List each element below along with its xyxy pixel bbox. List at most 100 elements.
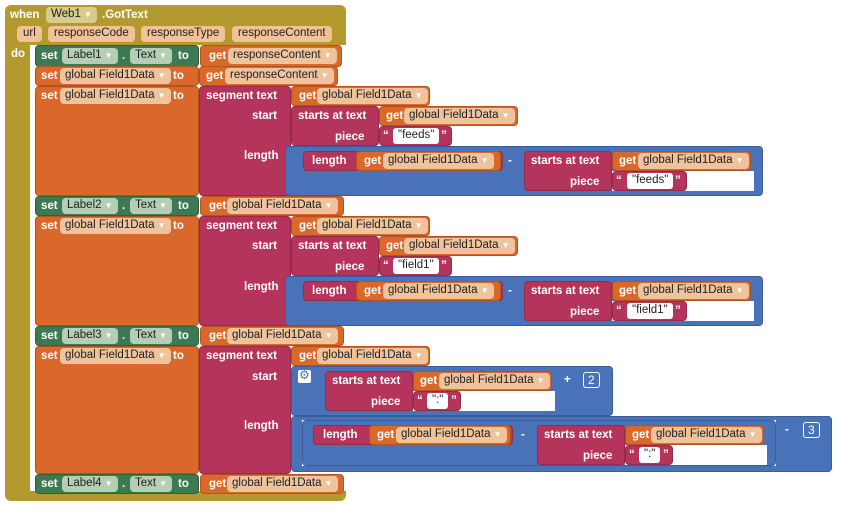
string-feeds[interactable]: "feeds" [393,128,440,144]
set-keyword: set [41,200,58,212]
when-keyword: when [10,9,40,21]
label4-dropdown[interactable]: Label4▼ [62,476,118,492]
label2-dropdown[interactable]: Label2▼ [62,198,118,214]
gear-bg [298,370,311,383]
get-keyword: get [209,50,227,62]
global-var-dropdown[interactable]: global Field1Data▼ [396,427,507,443]
minus-sign: - [508,155,512,167]
global-var-dropdown[interactable]: global Field1Data▼ [439,373,550,389]
starts-at-block[interactable] [291,236,379,276]
segment-text-label: segment text [206,350,277,362]
string-colon[interactable]: ":" [427,393,449,409]
dot: . [122,330,126,342]
quote-close: ” [451,395,457,407]
do-keyword: do [11,48,26,60]
global-var-dropdown[interactable]: global Field1Data▼ [60,218,171,234]
length-label: length [244,420,279,432]
label3-dropdown[interactable]: Label3▼ [62,328,118,344]
global-var-dropdown[interactable]: global Field1Data▼ [227,476,338,492]
gear-icon[interactable]: ⚙ [299,368,310,382]
piece-label: piece [570,306,600,318]
global-var-dropdown[interactable]: global Field1Data▼ [404,108,515,124]
param-responsecontent[interactable]: responseContent [232,26,332,42]
label1-dropdown[interactable]: Label1▼ [62,48,118,64]
param-responsecode[interactable]: responseCode [48,26,135,42]
responsecontent-dropdown[interactable]: responseContent▼ [225,68,334,84]
string-field1[interactable]: "field1" [627,303,673,319]
quote-open: “ [616,175,622,187]
string-colon[interactable]: ":" [639,447,661,463]
to-keyword: to [178,50,189,62]
number-three[interactable]: 3 [803,422,820,438]
segment-text-label: segment text [206,220,277,232]
starts-at-block[interactable] [325,371,413,411]
starts-at-label: starts at text [332,375,401,387]
string-feeds[interactable]: "feeds" [627,173,674,189]
global-var-dropdown[interactable]: global Field1Data▼ [60,348,171,364]
length-op-label: length [323,429,358,441]
string-field1[interactable]: "field1" [393,258,439,274]
set-global-block-2[interactable] [35,86,199,196]
minus-sign: - [521,429,525,441]
piece-label: piece [570,176,600,188]
global-var-dropdown[interactable]: global Field1Data▼ [60,68,171,84]
set-keyword: set [41,90,58,102]
length-op-label: length [312,155,347,167]
global-var-dropdown[interactable]: global Field1Data▼ [317,348,428,364]
global-var-dropdown[interactable]: global Field1Data▼ [227,198,338,214]
text-prop-dropdown[interactable]: Text▼ [130,476,173,492]
param-responsetype[interactable]: responseType [141,26,226,42]
starts-at-block[interactable] [524,281,612,321]
quote-open: “ [383,260,389,272]
starts-at-block[interactable] [291,106,379,146]
set-keyword: set [41,330,58,342]
to-keyword: to [178,478,189,490]
minus-sign: - [508,285,512,297]
get-keyword: get [364,285,382,297]
text-prop-dropdown[interactable]: Text▼ [130,328,173,344]
global-var-dropdown[interactable]: global Field1Data▼ [60,88,171,104]
number-two[interactable]: 2 [583,372,600,388]
set-global-block-3[interactable] [35,216,199,326]
starts-at-block[interactable] [524,151,612,191]
to-keyword: to [173,70,184,82]
quote-close: ” [675,175,681,187]
global-var-dropdown[interactable]: global Field1Data▼ [638,153,749,169]
global-var-dropdown[interactable]: global Field1Data▼ [317,218,428,234]
segment-text-block-2[interactable] [199,216,291,326]
to-keyword: to [178,200,189,212]
component-dropdown[interactable]: Web1▼ [46,7,97,23]
segment-text-block-1[interactable] [199,86,291,196]
global-var-dropdown[interactable]: global Field1Data▼ [383,153,494,169]
global-var-dropdown[interactable]: global Field1Data▼ [404,238,515,254]
segment-text-block-3[interactable] [199,346,291,474]
quote-close: ” [675,305,681,317]
responsecontent-dropdown[interactable]: responseContent▼ [228,48,337,64]
to-keyword: to [173,350,184,362]
quote-open: “ [616,305,622,317]
piece-label: piece [335,131,365,143]
global-var-dropdown[interactable]: global Field1Data▼ [227,328,338,344]
to-keyword: to [173,90,184,102]
global-var-dropdown[interactable]: global Field1Data▼ [638,283,749,299]
minus-sign: - [785,424,789,436]
global-var-dropdown[interactable]: global Field1Data▼ [383,283,494,299]
length-label: length [244,281,279,293]
global-var-dropdown[interactable]: global Field1Data▼ [651,427,762,443]
start-label: start [252,240,277,252]
set-keyword: set [41,220,58,232]
get-keyword: get [209,330,227,342]
get-keyword: get [377,429,395,441]
global-var-dropdown[interactable]: global Field1Data▼ [317,88,428,104]
quote-close: ” [441,130,447,142]
quote-close: ” [663,449,669,461]
to-keyword: to [173,220,184,232]
dot: . [122,478,126,490]
text-prop-dropdown[interactable]: Text▼ [130,198,173,214]
starts-at-block[interactable] [537,425,625,465]
set-global-block-4[interactable] [35,346,199,474]
param-url[interactable]: url [17,26,42,42]
text-prop-dropdown[interactable]: Text▼ [130,48,173,64]
get-keyword: get [632,429,650,441]
piece-label: piece [371,396,401,408]
